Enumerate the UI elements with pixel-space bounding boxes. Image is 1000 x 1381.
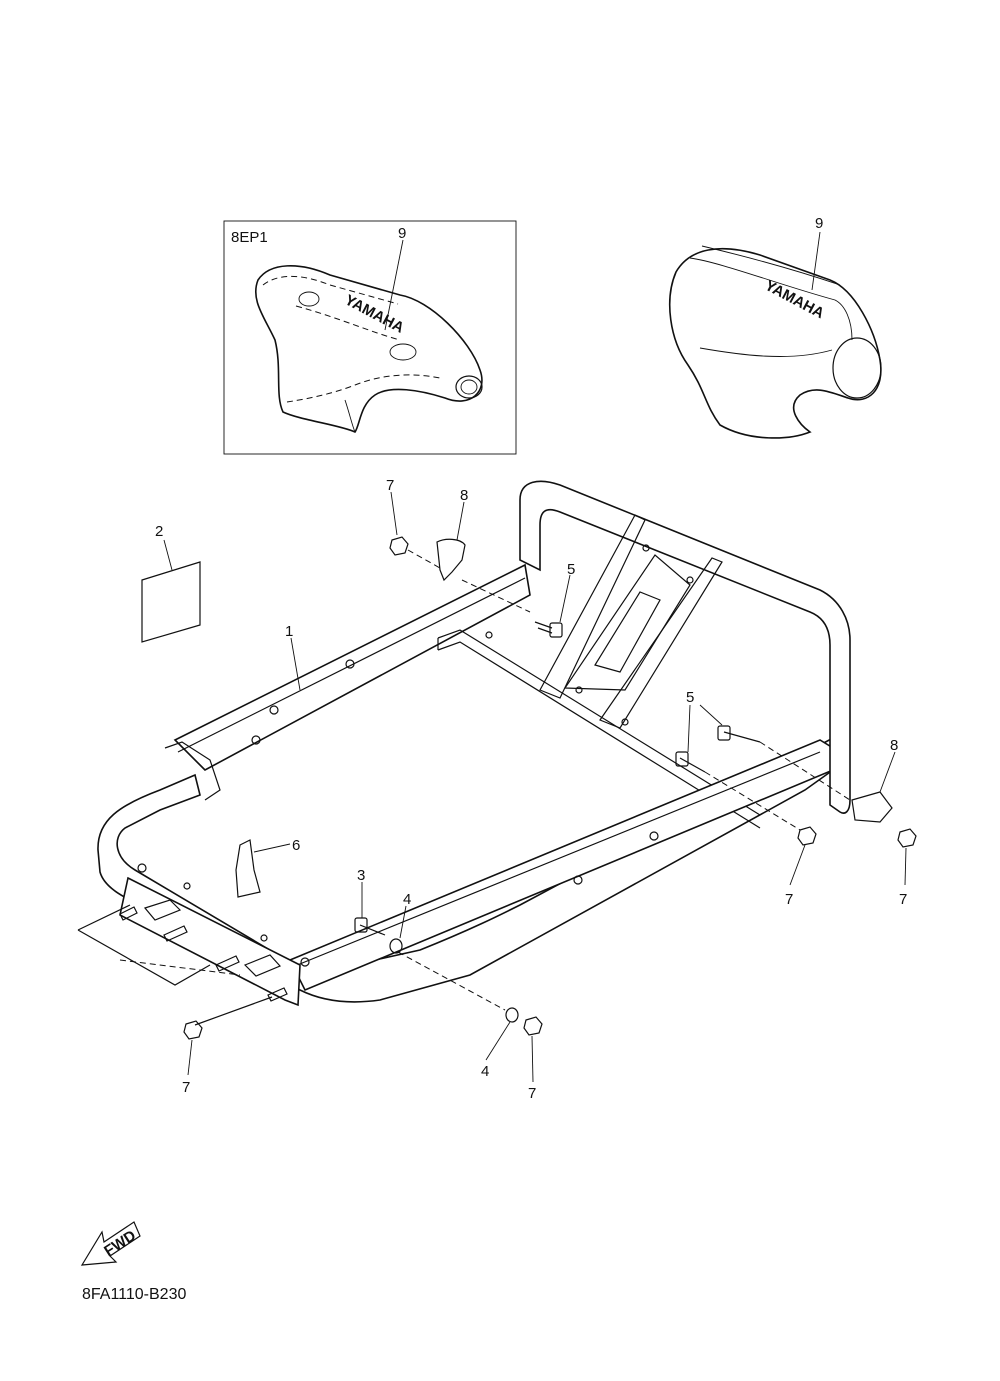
callout-9-inset: 9 (398, 225, 406, 242)
inset-box: 8EP1 (223, 220, 517, 455)
leader-lines (163, 231, 907, 1083)
callout-5-right: 5 (686, 689, 694, 706)
fwd-arrow-icon: FWD (80, 1221, 141, 1266)
decal-label (141, 561, 201, 643)
diagram-code: 8FA1110-B230 (82, 1286, 186, 1303)
callout-7-top: 7 (386, 477, 394, 494)
callout-7-far-right: 7 (899, 891, 907, 908)
callout-7-right: 7 (785, 891, 793, 908)
callout-5-upper: 5 (567, 561, 575, 578)
callout-7-bottom: 7 (528, 1085, 536, 1102)
callout-4-upper: 4 (403, 891, 411, 908)
callout-9: 9 (815, 215, 823, 232)
front-studs (77, 904, 288, 1026)
clip (235, 839, 261, 898)
callout-3: 3 (357, 867, 365, 884)
callout-1: 1 (285, 623, 293, 640)
fasteners (183, 536, 917, 1040)
handlebar-pad-inset: YAMAHA (254, 265, 483, 434)
callout-6: 6 (292, 837, 300, 854)
callout-7-front: 7 (182, 1079, 190, 1096)
handlebar-pad: YAMAHA (668, 245, 882, 439)
callout-4-lower: 4 (481, 1063, 489, 1080)
callout-8-top: 8 (460, 487, 468, 504)
inset-label: 8EP1 (231, 229, 268, 246)
callouts: 9 9 2 1 7 8 5 5 8 6 3 4 7 7 4 7 7 (155, 215, 907, 1102)
frame-assembly (97, 480, 851, 1007)
callout-2: 2 (155, 523, 163, 540)
callout-8-right: 8 (890, 737, 898, 754)
